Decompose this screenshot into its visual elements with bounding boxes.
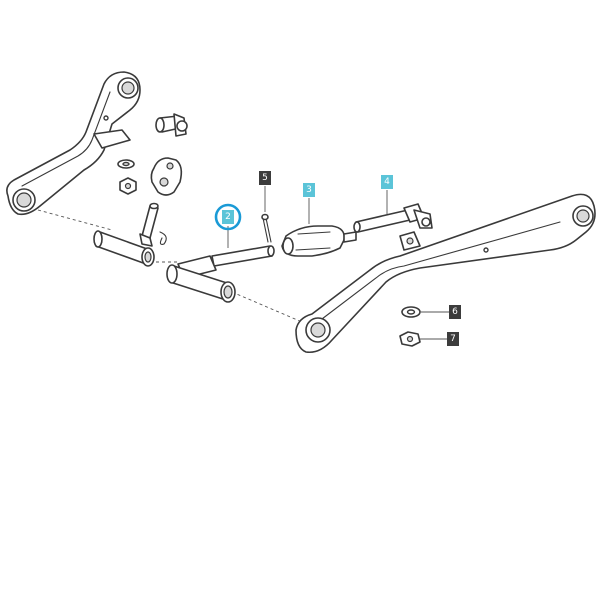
callout-6: 6: [449, 305, 461, 319]
small-washer-nut: [117, 159, 137, 195]
part-5-split-pin: [261, 213, 272, 243]
left-sleeve: [93, 230, 155, 267]
left-lift-arm: [6, 71, 141, 216]
part-6-washer: [401, 306, 421, 318]
leader-lines: [227, 186, 449, 340]
callout-number: 2: [225, 212, 231, 222]
callout-number: 7: [450, 334, 456, 344]
callout-number: 3: [306, 185, 312, 195]
part-2-pin-assembly: [166, 245, 275, 303]
callout-3: 3: [303, 183, 315, 197]
upper-clevis-pin: [155, 113, 188, 137]
callout-box: [303, 183, 315, 197]
callout-2: 2: [222, 210, 234, 224]
callout-highlight-ring: [214, 203, 242, 231]
callout-4: 4: [381, 175, 393, 189]
left-turnbuckle-block: [150, 157, 183, 196]
callout-number: 4: [384, 177, 390, 187]
assembly-guide-lines: [37, 209, 303, 323]
part-3-turnbuckle: [281, 225, 357, 257]
left-lower-rod: [139, 202, 167, 247]
part-7-nut: [399, 331, 421, 347]
callout-box: [222, 210, 234, 224]
callout-number: 6: [452, 307, 458, 317]
right-lift-arm: [295, 193, 596, 354]
callout-5: 5: [259, 171, 271, 185]
callout-box: [381, 175, 393, 189]
part-4-threaded-rod: [353, 203, 433, 233]
callout-box: [447, 332, 459, 346]
callout-number: 5: [262, 173, 268, 183]
callout-box: [449, 305, 461, 319]
callout-7: 7: [447, 332, 459, 346]
callout-box: [259, 171, 271, 185]
